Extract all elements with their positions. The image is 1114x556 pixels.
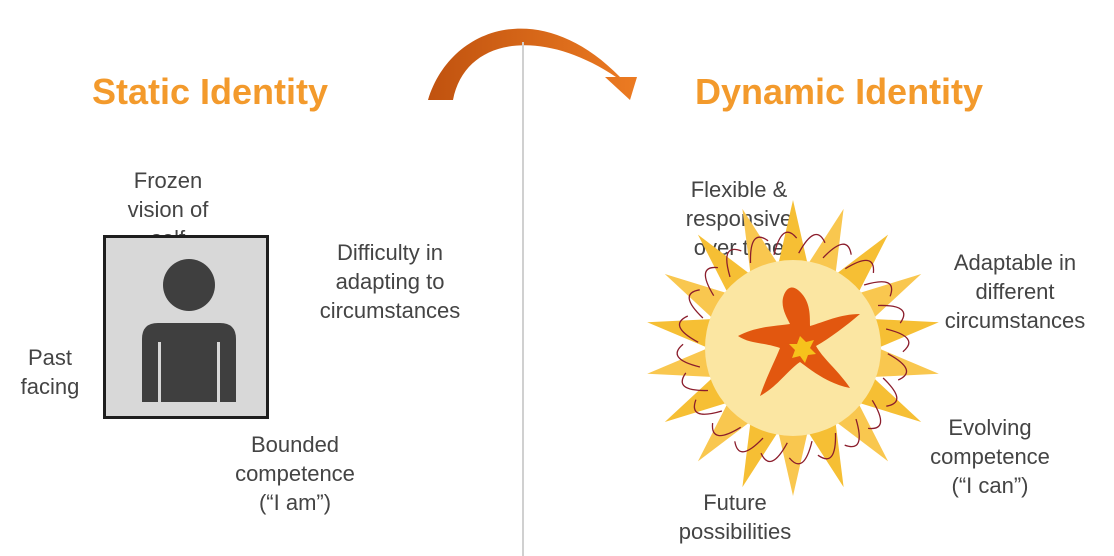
curved-arrow-icon	[428, 28, 637, 100]
panel-divider	[522, 42, 524, 556]
sun-ray	[742, 416, 782, 488]
sun-squiggle	[868, 399, 882, 430]
adaptable-label: Adaptable in different circumstances	[944, 250, 1086, 333]
future-label: Future possibilities	[678, 490, 792, 544]
sun-ray	[804, 208, 844, 280]
sun-squiggle	[681, 372, 709, 392]
sun-squiggle	[760, 442, 788, 463]
sun-squiggle	[887, 353, 908, 381]
sun-squiggle	[749, 236, 769, 264]
sun-squiggle	[704, 266, 718, 297]
sun-squiggle	[711, 423, 742, 437]
sun-squiggle	[693, 399, 723, 415]
starfish-icon	[738, 287, 860, 396]
sun-squiggle	[726, 248, 742, 278]
person-frame	[103, 235, 269, 419]
evolving-label: Evolving competence (“I can”)	[930, 415, 1050, 498]
difficulty-label: Difficulty in adapting to circumstances	[319, 240, 461, 323]
static-identity-title: Static Identity	[92, 71, 329, 112]
past-facing-label: Past facing	[20, 345, 80, 399]
sun-squiggle	[773, 231, 798, 256]
sun-squiggle	[788, 440, 813, 465]
sun-squiggle	[676, 343, 701, 368]
frozen-label: Frozen vision of self	[127, 168, 209, 238]
sun-squiggle	[822, 243, 852, 259]
sun-ray	[804, 416, 844, 488]
sun-squiggle	[885, 328, 910, 353]
sun-squiggles	[676, 231, 910, 465]
bounded-label: Bounded competence (“I am”)	[235, 432, 355, 515]
sun-squiggle	[688, 289, 704, 319]
sun-squiggle	[678, 315, 699, 343]
sun-squiggle	[817, 432, 837, 460]
person-icon	[142, 259, 236, 402]
sun-squiggle	[844, 259, 875, 273]
sun-ray	[647, 318, 719, 350]
sun-squiggle	[882, 377, 898, 407]
sun-squiggle	[877, 304, 905, 324]
frozen-label-wrapper: Frozen vision of self	[110, 166, 226, 238]
sun-icon	[647, 200, 939, 496]
sun-ray	[742, 208, 782, 280]
dynamic-identity-title: Dynamic Identity	[695, 71, 984, 112]
sun-squiggle	[844, 418, 860, 448]
sun-ray	[867, 318, 939, 350]
sun-squiggle	[798, 233, 826, 254]
sun-ray	[867, 346, 939, 378]
sun-ray	[647, 346, 719, 378]
sun-squiggle	[863, 281, 893, 297]
sun-squiggle	[734, 437, 764, 453]
